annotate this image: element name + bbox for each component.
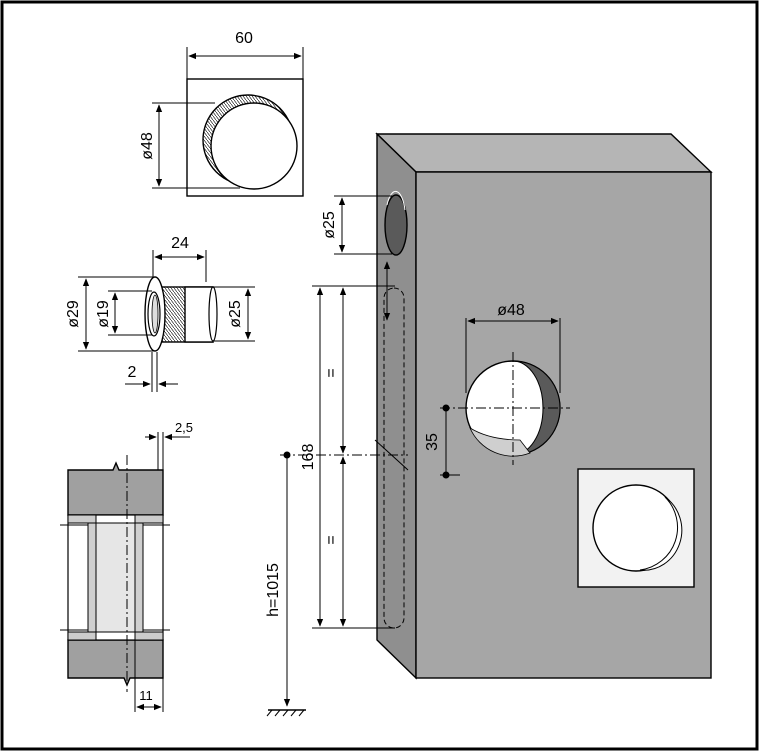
side-hole-small [384, 194, 408, 256]
right-flange [134, 514, 164, 524]
right-sleeve-tube [134, 522, 144, 633]
dim-label-top-hole: ø25 [321, 211, 338, 239]
dim-label-main-hole: ø48 [497, 302, 525, 319]
wall-bottom-block [67, 639, 164, 687]
left-flange [67, 514, 97, 524]
dim-label-height: h=1015 [265, 563, 282, 617]
box-top-face [375, 133, 713, 173]
knob-view: 60 ø48 [139, 30, 304, 197]
left-sleeve-tube [87, 522, 97, 633]
dim-label-2-5: 2,5 [175, 420, 193, 435]
dim-label-equal-upper: = [323, 368, 340, 377]
wall-top-block [67, 461, 164, 516]
dim-label-168: 168 [300, 444, 317, 471]
dim-label-60: 60 [235, 30, 253, 47]
dim-label-equal-lower: = [323, 535, 340, 544]
dim-label-11: 11 [139, 688, 153, 703]
side-slot-dashed [383, 287, 405, 629]
dim-label-sleeve-dia: ø25 [227, 300, 244, 328]
dim-label-flange-dia: ø29 [65, 300, 82, 328]
sleeve-view: 24 ø29 ø19 ø25 2 [65, 235, 255, 392]
dim-label-35: 35 [424, 433, 441, 451]
box-front-face [415, 171, 712, 679]
dim-label-24: 24 [171, 235, 189, 252]
dim-label-knob-dia: ø48 [139, 132, 156, 160]
vertical-dimensions: ø25 168 = = h=1015 [265, 195, 409, 717]
knob-face [210, 102, 298, 190]
cabinet-box: ø48 35 [375, 132, 713, 680]
dim-label-2: 2 [128, 364, 137, 381]
wall-section: 2,5 11 [60, 420, 193, 712]
dim-label-bore-dia: ø19 [95, 300, 112, 328]
ground-symbol [266, 709, 306, 717]
sleeve-end [208, 286, 218, 342]
sleeve-insert [95, 522, 136, 633]
